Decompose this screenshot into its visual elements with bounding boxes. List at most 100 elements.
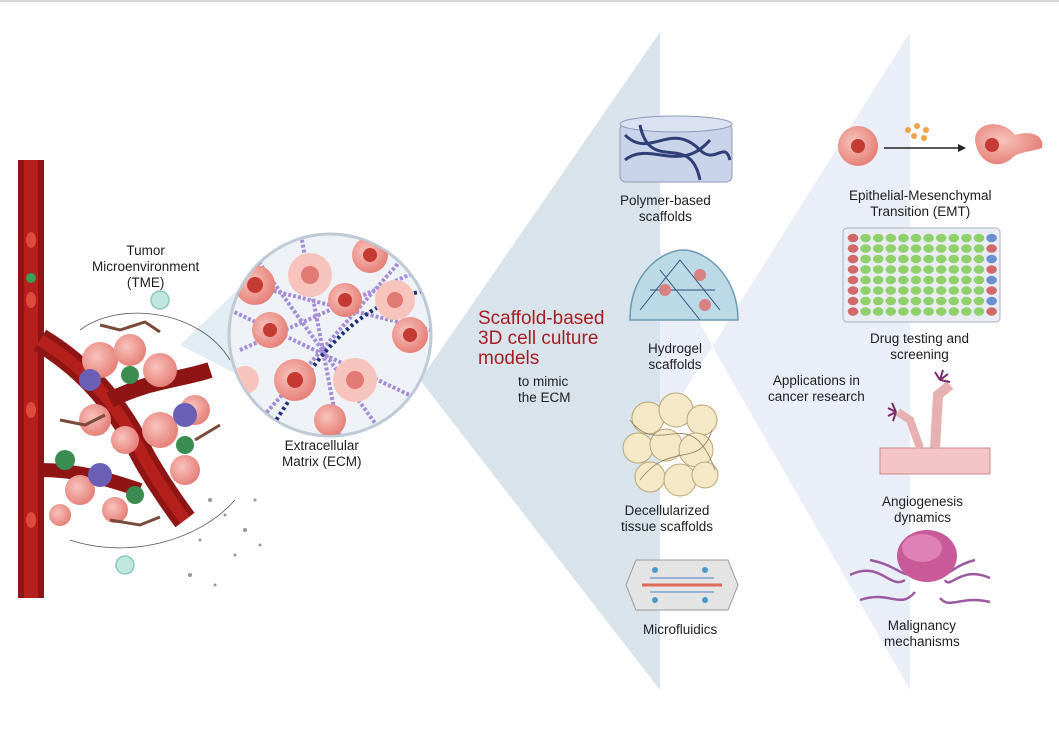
well — [898, 286, 909, 295]
well — [898, 265, 909, 274]
well — [860, 233, 871, 243]
well — [986, 265, 997, 274]
well — [986, 254, 997, 264]
well — [935, 233, 947, 243]
well — [923, 275, 934, 285]
well — [847, 233, 859, 243]
well — [872, 296, 884, 306]
well — [935, 286, 947, 295]
microfluidics-chip-icon — [625, 559, 739, 611]
well — [948, 286, 960, 295]
well — [935, 244, 947, 253]
well — [885, 265, 897, 274]
well — [986, 307, 997, 316]
well — [885, 254, 897, 264]
scaffold-panel — [420, 32, 660, 690]
well — [935, 307, 947, 316]
well — [898, 307, 909, 316]
well — [860, 254, 871, 264]
well — [872, 275, 884, 285]
well — [872, 254, 884, 264]
well — [923, 265, 934, 274]
well — [961, 275, 972, 285]
well — [872, 233, 884, 243]
well — [986, 275, 997, 285]
angiogenesis-vessel-icon — [879, 369, 991, 475]
applications-panel — [660, 32, 910, 690]
well — [910, 275, 922, 285]
well — [948, 254, 960, 264]
well — [860, 296, 871, 306]
well — [847, 286, 859, 295]
well — [885, 275, 897, 285]
well — [961, 296, 972, 306]
invasive-tumor-icon — [849, 530, 991, 605]
well — [860, 286, 871, 295]
well — [898, 275, 909, 285]
well — [898, 244, 909, 253]
hydrogel-scaffold-icon — [629, 249, 739, 321]
well — [923, 254, 934, 264]
well — [973, 244, 985, 253]
well — [910, 233, 922, 243]
well — [973, 286, 985, 295]
ecm-magnified-icon — [227, 232, 433, 438]
well — [885, 286, 897, 295]
well — [935, 296, 947, 306]
well — [910, 265, 922, 274]
well — [973, 265, 985, 274]
well — [961, 265, 972, 274]
well — [935, 275, 947, 285]
top-border — [0, 0, 1059, 2]
well — [847, 254, 859, 264]
well — [986, 233, 997, 243]
well — [923, 286, 934, 295]
microfluidics-label: Microfluidics — [643, 622, 718, 637]
well — [986, 244, 997, 253]
well — [847, 296, 859, 306]
well — [973, 275, 985, 285]
well — [860, 244, 871, 253]
well — [961, 307, 972, 316]
well — [961, 254, 972, 264]
well — [910, 254, 922, 264]
well — [872, 244, 884, 253]
well — [948, 275, 960, 285]
well — [923, 244, 934, 253]
well — [872, 307, 884, 316]
well — [973, 233, 985, 243]
well — [872, 286, 884, 295]
well — [847, 244, 859, 253]
well — [973, 296, 985, 306]
well — [898, 254, 909, 264]
well — [885, 244, 897, 253]
well — [973, 307, 985, 316]
well — [923, 233, 934, 243]
well — [898, 233, 909, 243]
well — [885, 233, 897, 243]
well — [973, 254, 985, 264]
well — [847, 307, 859, 316]
well — [923, 307, 934, 316]
well — [948, 244, 960, 253]
well — [986, 286, 997, 295]
well — [986, 296, 997, 306]
center-title: Scaffold-based 3D cell culture models — [478, 308, 605, 369]
well — [898, 296, 909, 306]
well — [910, 307, 922, 316]
decellularized-scaffold-icon — [622, 392, 719, 497]
well — [872, 265, 884, 274]
well — [910, 296, 922, 306]
well — [860, 307, 871, 316]
well — [935, 265, 947, 274]
